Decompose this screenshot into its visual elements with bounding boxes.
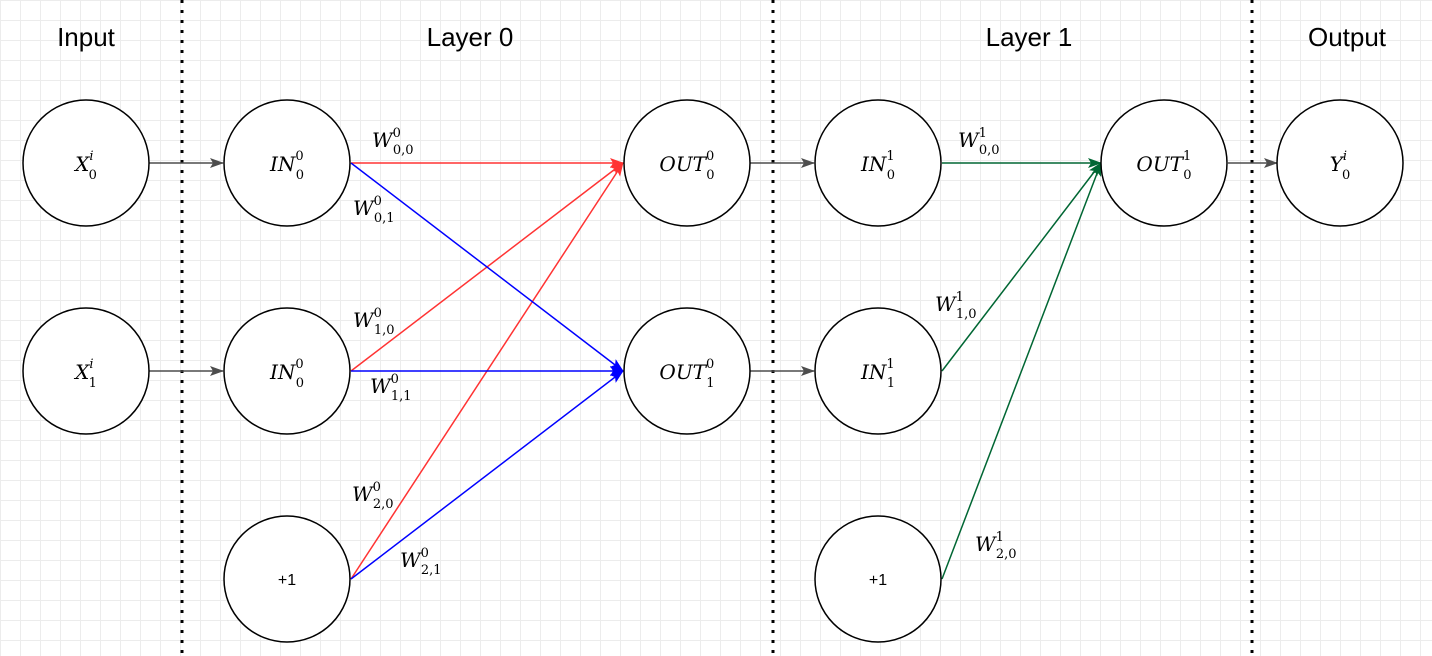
- node-bias0-label: +1: [278, 572, 296, 589]
- node-in00-base: IN: [269, 152, 297, 176]
- weight-w100-sup: 1: [979, 126, 987, 141]
- node-bias0: +1: [223, 515, 351, 643]
- weight-label-w100: W1 0,0: [958, 126, 1000, 158]
- node-x0-sub: 0: [89, 168, 97, 183]
- node-x0-sup: i: [89, 149, 93, 164]
- weight-w000-base: W: [372, 128, 394, 152]
- node-out10-sup: 1: [1183, 149, 1191, 164]
- node-in10-base: IN: [860, 152, 888, 176]
- edge-bias1-out10: [941, 162, 1102, 580]
- svg-text:Yi0: Yi 0: [1330, 149, 1351, 183]
- weight-label-w001: W0 0,1: [353, 194, 395, 226]
- weight-w011-sup: 0: [391, 372, 399, 387]
- node-out00: OUT0 0: [623, 99, 751, 227]
- weight-w000-sup: 0: [393, 126, 401, 141]
- node-x1-sup: i: [89, 357, 93, 372]
- weight-label-w120: W1 2,0: [975, 530, 1017, 562]
- node-in00-sup: 0: [295, 149, 303, 164]
- node-out01: OUT0 1: [623, 307, 751, 435]
- node-x0-base: X: [73, 152, 90, 176]
- node-in01-sup: 0: [295, 357, 303, 372]
- node-in10-sub: 0: [887, 168, 895, 183]
- node-out00-base: OUT: [659, 152, 707, 176]
- node-out10-sub: 0: [1183, 168, 1191, 183]
- weight-w110-base: W: [935, 292, 957, 316]
- section-title-output: Output: [1308, 22, 1387, 52]
- weight-w021-sup: 0: [421, 546, 429, 561]
- node-in11: IN1 1: [814, 307, 942, 435]
- svg-text:Xi0: Xi 0: [73, 149, 97, 183]
- node-in01-sub: 0: [296, 376, 304, 391]
- weight-w100-base: W: [958, 128, 980, 152]
- node-in01: IN0 0: [223, 307, 351, 435]
- weight-label-w020: W0 2,0: [352, 480, 394, 512]
- node-out01-base: OUT: [659, 360, 707, 384]
- weight-label-w021: W0 2,1: [400, 546, 442, 578]
- section-title-layer0: Layer 0: [427, 22, 514, 52]
- weight-w021-sub: 2,1: [421, 563, 442, 578]
- node-in11-base: IN: [860, 360, 888, 384]
- node-y0: Yi 0: [1276, 99, 1404, 227]
- node-out01-sup: 0: [706, 357, 714, 372]
- node-in11-sub: 1: [887, 376, 895, 391]
- node-in10: IN1 0: [814, 99, 942, 227]
- node-x1-base: X: [73, 360, 90, 384]
- edge-bias0-out01: [350, 370, 624, 580]
- weight-label-w000: W0 0,0: [372, 126, 414, 158]
- node-x1: Xi 1: [22, 307, 150, 435]
- weight-label-w011: W0 1,1: [370, 372, 412, 404]
- edge-in11-out10: [941, 162, 1102, 372]
- node-in11-sup: 1: [886, 357, 894, 372]
- node-out00-sub: 0: [706, 168, 714, 183]
- node-out00-sup: 0: [706, 149, 714, 164]
- node-in00-sub: 0: [296, 168, 304, 183]
- node-x0: Xi 0: [22, 99, 150, 227]
- weight-w120-sup: 1: [996, 530, 1004, 545]
- node-in01-base: IN: [269, 360, 297, 384]
- weight-w021-base: W: [400, 548, 422, 572]
- node-in10-sup: 1: [886, 149, 894, 164]
- node-bias1: +1: [814, 515, 942, 643]
- node-y0-sup: i: [1343, 149, 1347, 164]
- node-out10-base: OUT: [1136, 152, 1184, 176]
- section-title-input: Input: [57, 22, 116, 52]
- weight-w011-sub: 1,1: [391, 389, 412, 404]
- weight-w020-sup: 0: [373, 480, 381, 495]
- node-y0-base: Y: [1330, 152, 1345, 176]
- weight-label-w010: W0 1,0: [353, 306, 395, 338]
- weight-w020-base: W: [352, 482, 374, 506]
- node-out10: OUT1 0: [1100, 99, 1228, 227]
- weight-w010-base: W: [353, 308, 375, 332]
- weight-w010-sub: 1,0: [374, 323, 395, 338]
- weight-w120-base: W: [975, 532, 997, 556]
- weight-label-w110: W1 1,0: [935, 290, 977, 322]
- node-in00: IN0 0: [223, 99, 351, 227]
- node-x1-sub: 1: [89, 376, 97, 391]
- node-bias1-label: +1: [869, 572, 887, 589]
- weight-w100-sub: 0,0: [979, 143, 1000, 158]
- weight-w010-sup: 0: [374, 306, 382, 321]
- node-y0-sub: 0: [1342, 168, 1350, 183]
- weight-w001-base: W: [353, 196, 375, 220]
- weight-w120-sub: 2,0: [996, 547, 1017, 562]
- weight-w110-sub: 1,0: [956, 307, 977, 322]
- edge-in00-out01: [350, 162, 624, 372]
- svg-text:Xi1: Xi 1: [73, 357, 97, 391]
- weight-w011-base: W: [370, 374, 392, 398]
- weight-w110-sup: 1: [956, 290, 964, 305]
- weight-w020-sub: 2,0: [373, 497, 394, 512]
- weight-w000-sub: 0,0: [393, 143, 414, 158]
- weight-w001-sup: 0: [374, 194, 382, 209]
- weight-w001-sub: 0,1: [374, 211, 395, 226]
- node-out01-sub: 1: [706, 376, 714, 391]
- section-title-layer1: Layer 1: [986, 22, 1073, 52]
